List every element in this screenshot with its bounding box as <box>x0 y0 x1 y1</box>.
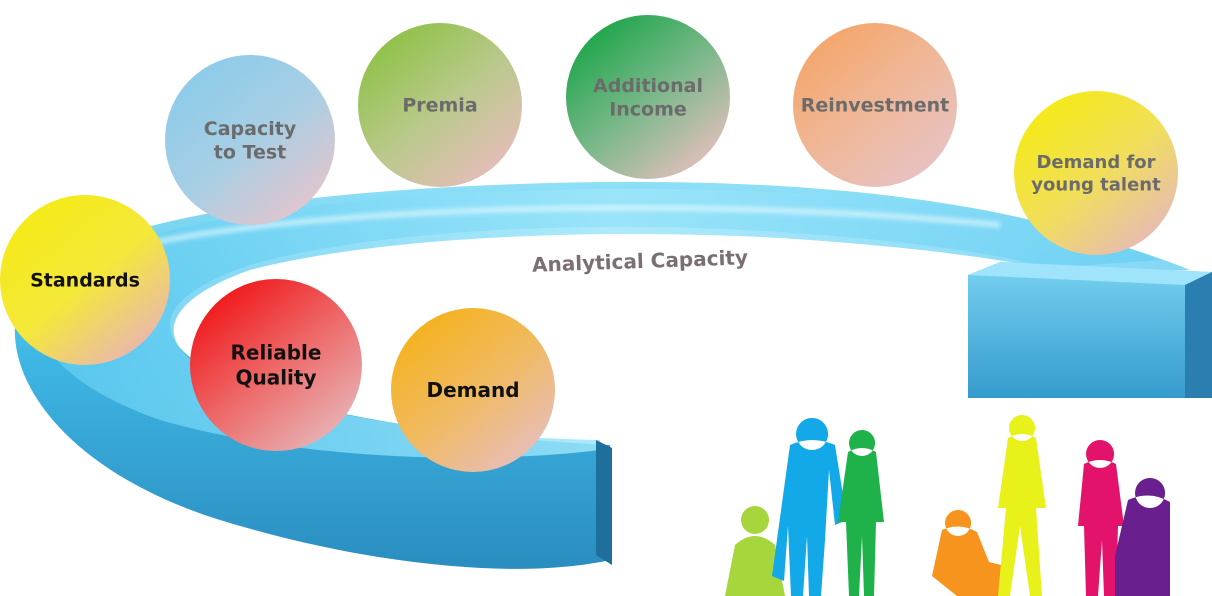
circle-reliable-quality-shape <box>190 279 362 451</box>
circle-premia-shape <box>358 23 522 187</box>
circle-demand-for-young-talent-shape <box>1014 91 1178 255</box>
circle-premia-label: Premia <box>402 95 477 117</box>
circle-capacity-to-test-label: Capacity <box>204 118 297 140</box>
ring-end-cap-front <box>596 440 612 565</box>
person-pink-woman-silhouette <box>1078 440 1124 596</box>
circle-reinvestment-label: Reinvestment <box>801 95 950 117</box>
circle-additional-income-label: Income <box>609 99 687 121</box>
circle-standards-label: Standards <box>30 270 140 292</box>
circle-demand-label: Demand <box>426 378 519 402</box>
circle-reliable-quality-label: Reliable <box>231 341 322 365</box>
people-silhouettes-image <box>722 398 1212 596</box>
ring-side <box>14 181 1161 569</box>
circle-demand-for-young-talent-label: Demand for <box>1036 152 1155 173</box>
person-blue-man-silhouette <box>772 418 847 596</box>
circle-standards-shape <box>0 195 170 365</box>
circle-demand-shape <box>391 308 555 472</box>
ring-end-block <box>968 262 1212 410</box>
circle-additional-income-shape <box>566 15 730 179</box>
circle-capacity-to-test-shape <box>165 55 335 225</box>
ring-label: Analytical Capacity <box>532 245 749 277</box>
person-yellow-walking-silhouette <box>998 415 1046 596</box>
ring-highlight <box>119 204 1001 253</box>
circle-reliable-quality-label: Quality <box>235 366 316 390</box>
circle-reinvestment-shape <box>793 23 957 187</box>
circle-premia: Premia <box>358 23 522 187</box>
circle-additional-income-label: Additional <box>593 75 703 97</box>
circle-capacity-to-test-label: to Test <box>214 142 286 164</box>
person-purple-crouching-silhouette <box>1115 478 1170 596</box>
person-green-woman-silhouette <box>838 430 884 596</box>
circle-reinvestment: Reinvestment <box>793 23 957 187</box>
circle-demand-for-young-talent-label: young talent <box>1031 175 1161 196</box>
circle-demand: Demand <box>391 308 555 472</box>
circle-standards: Standards <box>0 195 170 365</box>
person-lime-child-silhouette <box>725 506 785 596</box>
person-orange-sitting-silhouette <box>932 510 1009 596</box>
